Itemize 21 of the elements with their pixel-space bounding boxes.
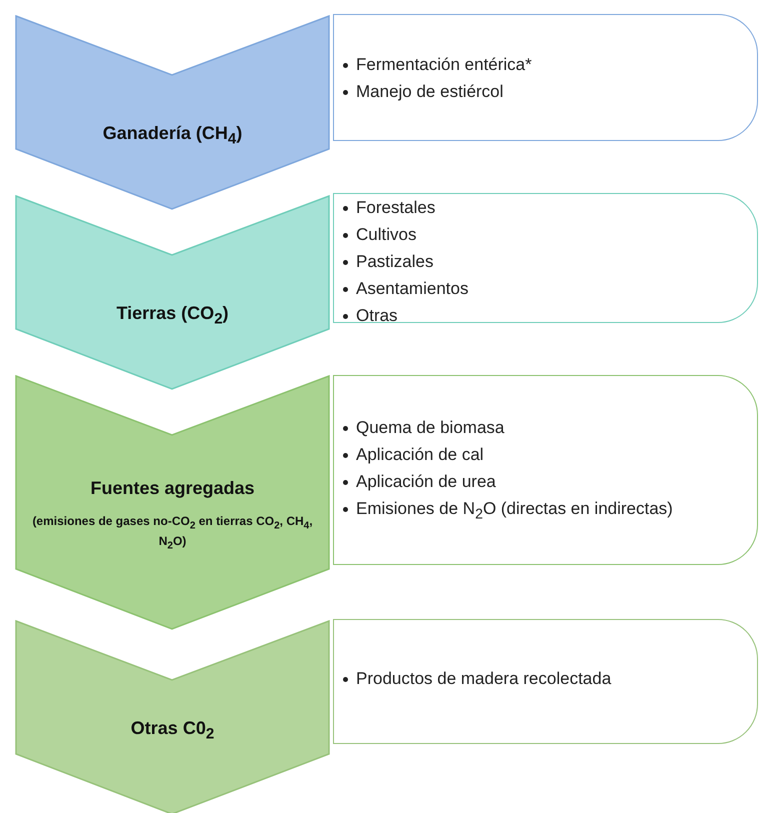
chevron-note: (emisiones de gases no-CO$_{2}$ en tierras CO$_{2}$, CH$_{4}$, N$_{2}$O) — [31, 512, 314, 552]
bullet-item: Cultivos — [342, 221, 757, 248]
bullet-item: Quema de biomasa — [342, 414, 757, 441]
bullet-item: Pastizales — [342, 248, 757, 275]
chevron-title: Tierras (CO$_{2}$) — [116, 302, 229, 328]
list-panel — [333, 619, 758, 744]
bullet-item: Manejo de estiércol — [342, 78, 757, 105]
list-panel — [333, 14, 758, 141]
chevron-title: Fuentes agregadas — [90, 478, 255, 499]
chevron-title: Ganadería (CH$_{4}$) — [102, 122, 242, 148]
bullet-item: Otras — [342, 302, 757, 329]
bullet-item: Fermentación entérica* — [342, 51, 757, 78]
bullet-item: Emisiones de N$_{2}$O (directas en indirectas) — [342, 495, 757, 528]
bullet-item: Forestales — [342, 194, 757, 221]
bullet-item: Aplicación de cal — [342, 441, 757, 468]
list-panel — [333, 193, 758, 323]
bullet-item: Productos de madera recolectada — [342, 665, 757, 692]
list-panel — [333, 375, 758, 565]
bullet-item: Aplicación de urea — [342, 468, 757, 495]
bullet-item: Asentamientos — [342, 275, 757, 302]
chevron-title: Otras C0$_{2}$ — [130, 718, 214, 742]
